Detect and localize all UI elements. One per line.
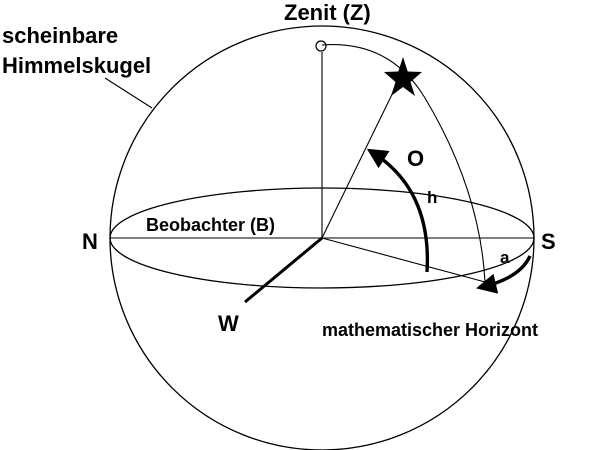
observer-label: Beobachter (B): [146, 215, 275, 235]
altitude-arc: [366, 148, 430, 273]
star-icon: [384, 57, 422, 96]
altitude-label: h: [427, 188, 437, 207]
vertical-circle: [321, 44, 486, 283]
horizon-label: mathematischer Horizont: [322, 320, 538, 340]
west-line: [244, 236, 323, 304]
west-label: W: [218, 311, 239, 336]
azimuth-arc: [476, 255, 532, 294]
east-label: O: [407, 146, 424, 171]
sphere-label-line1: scheinbare: [2, 23, 118, 48]
azimuth-label: a: [500, 248, 510, 267]
star-foot-line: [321, 237, 486, 283]
sphere-label-connector: [104, 77, 153, 109]
sphere-label-line2: Himmelskugel: [2, 53, 151, 78]
zenith-marker: [315, 40, 327, 52]
zenith-label: Zenit (Z): [284, 0, 371, 25]
south-label: S: [541, 229, 556, 254]
line-of-sight: [321, 77, 401, 239]
north-label: N: [82, 229, 98, 254]
